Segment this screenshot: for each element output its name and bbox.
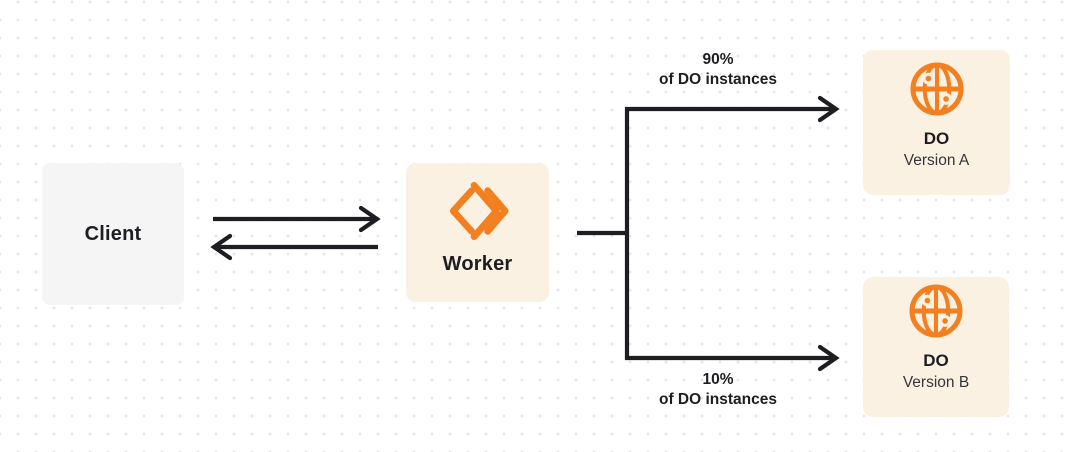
client-label: Client bbox=[84, 222, 142, 245]
do-version-b-subtitle: Version B bbox=[902, 374, 970, 391]
worker-node: Worker bbox=[406, 163, 549, 302]
do-version-a-title: DO bbox=[923, 129, 950, 148]
arrow-to-do-version-b bbox=[625, 344, 840, 372]
do-version-b-title: DO bbox=[923, 351, 949, 370]
arrow-client-to-worker bbox=[213, 205, 381, 233]
workers-chevrons-icon bbox=[449, 181, 509, 241]
bottom-branch-percent: 10% bbox=[702, 371, 734, 388]
globe-icon bbox=[909, 284, 963, 338]
arrow-worker-to-client bbox=[210, 233, 378, 261]
client-node: Client bbox=[42, 163, 184, 305]
arrow-to-do-version-a bbox=[625, 95, 840, 123]
do-version-b-node: DO Version B bbox=[863, 277, 1009, 417]
top-branch-caption: of DO instances bbox=[659, 71, 777, 88]
top-branch-percent: 90% bbox=[702, 51, 734, 68]
do-version-a-node: DO Version A bbox=[863, 50, 1010, 195]
bottom-branch-label: 10% of DO instances bbox=[598, 370, 838, 410]
bottom-branch-caption: of DO instances bbox=[659, 391, 777, 408]
top-branch-label: 90% of DO instances bbox=[598, 50, 838, 90]
globe-icon bbox=[909, 62, 964, 116]
worker-label: Worker bbox=[442, 253, 513, 275]
do-version-a-subtitle: Version A bbox=[903, 152, 970, 169]
